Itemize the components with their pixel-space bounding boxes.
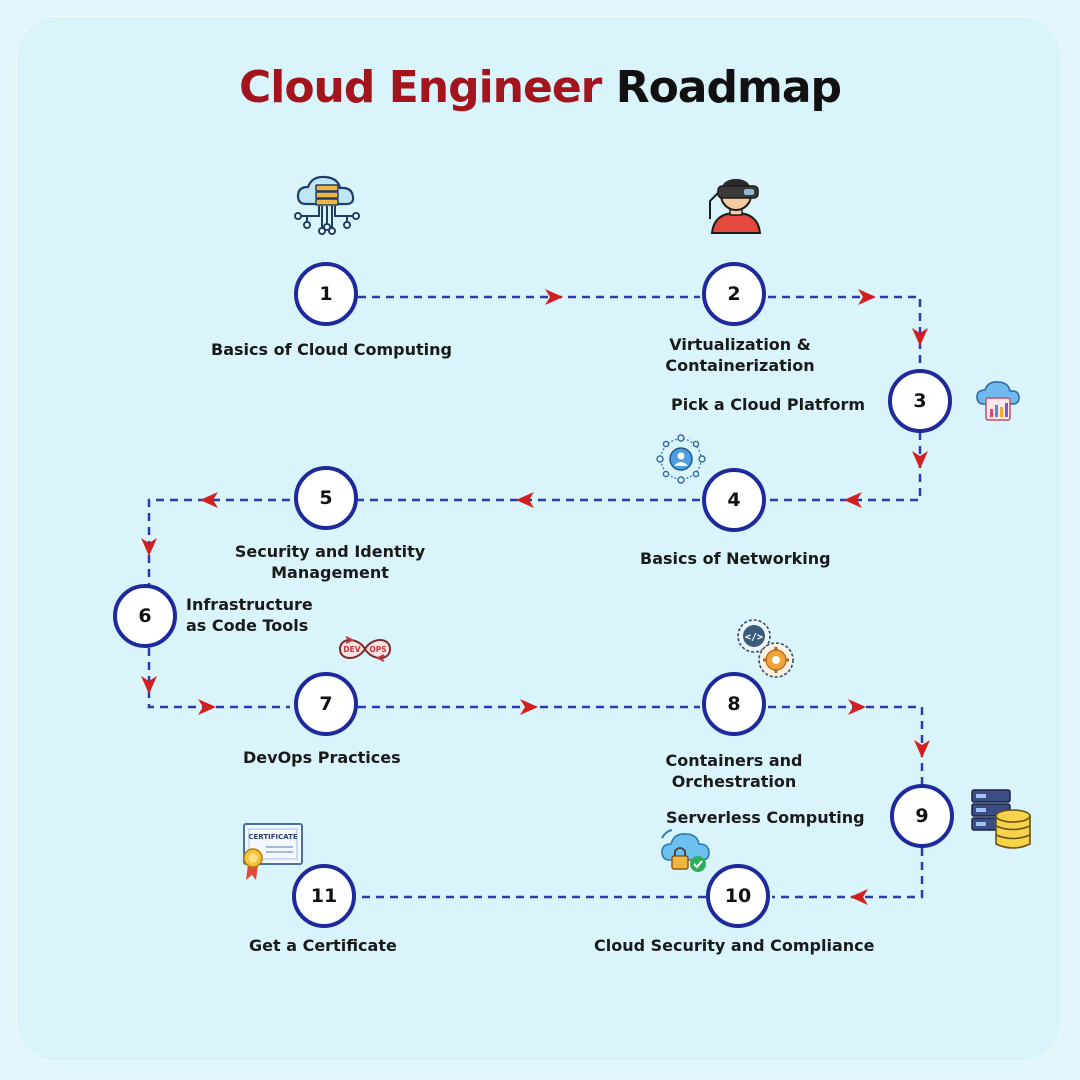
cloud-server-icon xyxy=(294,175,360,235)
cloud-analytics-icon xyxy=(976,381,1020,421)
step-8-node: 8 xyxy=(702,672,766,736)
arrow-left xyxy=(516,492,534,508)
step-number: 6 xyxy=(138,605,152,627)
step-3-node: 3 xyxy=(888,369,952,433)
step-8-label: Containers and Orchestration xyxy=(640,750,828,792)
connector-2-3 xyxy=(768,295,922,374)
connector-3-4 xyxy=(768,432,922,502)
roadmap-card xyxy=(16,16,1062,1062)
step-5-label: Security and Identity Management xyxy=(220,541,440,583)
arrow-left xyxy=(200,492,218,508)
step-6-label-line-1: Infrastructure xyxy=(186,595,313,614)
arrow-right xyxy=(198,699,216,715)
step-2-node: 2 xyxy=(702,262,766,326)
step-5-node: 5 xyxy=(294,466,358,530)
step-number: 5 xyxy=(319,487,333,509)
arrow-right xyxy=(520,699,538,715)
devops-loop-icon: DEV OPS xyxy=(338,636,392,662)
cloud-lock-icon xyxy=(661,829,710,872)
network-users-icon xyxy=(656,434,706,484)
step-1-label: Basics of Cloud Computing xyxy=(211,340,452,359)
step-6-node: 6 xyxy=(113,584,177,648)
certificate-icon: CERTIFICATE xyxy=(243,823,303,880)
step-7-label: DevOps Practices xyxy=(243,748,401,767)
database-server-icon xyxy=(971,789,1031,849)
step-5-label-line-2: Management xyxy=(271,563,389,582)
devops-icon-dev-text: DEV xyxy=(343,645,360,654)
step-number: 10 xyxy=(724,885,752,907)
title-part-1: Cloud Engineer xyxy=(238,62,602,113)
step-6-label: Infrastructure as Code Tools xyxy=(186,594,313,636)
step-10-label: Cloud Security and Compliance xyxy=(594,936,875,955)
step-number: 9 xyxy=(915,805,929,827)
step-9-node: 9 xyxy=(890,784,954,848)
code-gear-icon: </> xyxy=(737,619,794,678)
arrow-right xyxy=(858,289,876,305)
svg-text:</>: </> xyxy=(745,632,763,643)
step-10-node: 10 xyxy=(706,864,770,928)
step-number: 2 xyxy=(727,283,741,305)
step-4-node: 4 xyxy=(702,468,766,532)
step-4-label: Basics of Networking xyxy=(640,549,831,568)
step-8-label-line-1: Containers and xyxy=(665,751,803,770)
step-2-label-line-2: Containerization xyxy=(665,356,815,375)
arrow-right xyxy=(545,289,563,305)
step-number: 4 xyxy=(727,489,741,511)
vr-headset-user-icon xyxy=(709,179,762,234)
step-1-node: 1 xyxy=(294,262,358,326)
step-9-label: Serverless Computing xyxy=(666,808,865,827)
title-part-2: Roadmap xyxy=(615,62,842,113)
step-2-label-line-1: Virtualization & xyxy=(669,335,811,354)
step-number: 7 xyxy=(319,693,333,715)
connector-8-9 xyxy=(768,705,924,788)
step-number: 11 xyxy=(310,885,338,907)
step-2-label: Virtualization & Containerization xyxy=(650,334,830,376)
step-number: 8 xyxy=(727,693,741,715)
arrow-down xyxy=(141,538,157,556)
connector-6-7 xyxy=(147,648,290,709)
arrow-left xyxy=(850,889,868,905)
step-7-node: 7 xyxy=(294,672,358,736)
step-11-label: Get a Certificate xyxy=(249,936,397,955)
certificate-icon-text: CERTIFICATE xyxy=(248,833,298,841)
arrow-left xyxy=(844,492,862,508)
step-5-label-line-1: Security and Identity xyxy=(234,542,426,561)
arrow-right xyxy=(848,699,866,715)
step-11-node: 11 xyxy=(292,864,356,928)
arrow-down xyxy=(914,740,930,758)
connector-5-6 xyxy=(147,498,290,588)
connector-9-10 xyxy=(772,848,924,899)
devops-icon-ops-text: OPS xyxy=(369,645,386,654)
arrow-down xyxy=(141,676,157,694)
step-number: 1 xyxy=(319,283,333,305)
step-8-label-line-2: Orchestration xyxy=(671,772,797,791)
step-6-label-line-2: as Code Tools xyxy=(186,616,309,635)
page-title: Cloud Engineer Roadmap xyxy=(0,62,1080,113)
step-3-label: Pick a Cloud Platform xyxy=(671,395,866,414)
arrow-down xyxy=(912,328,928,346)
arrow-down xyxy=(912,451,928,469)
step-number: 3 xyxy=(913,390,927,412)
